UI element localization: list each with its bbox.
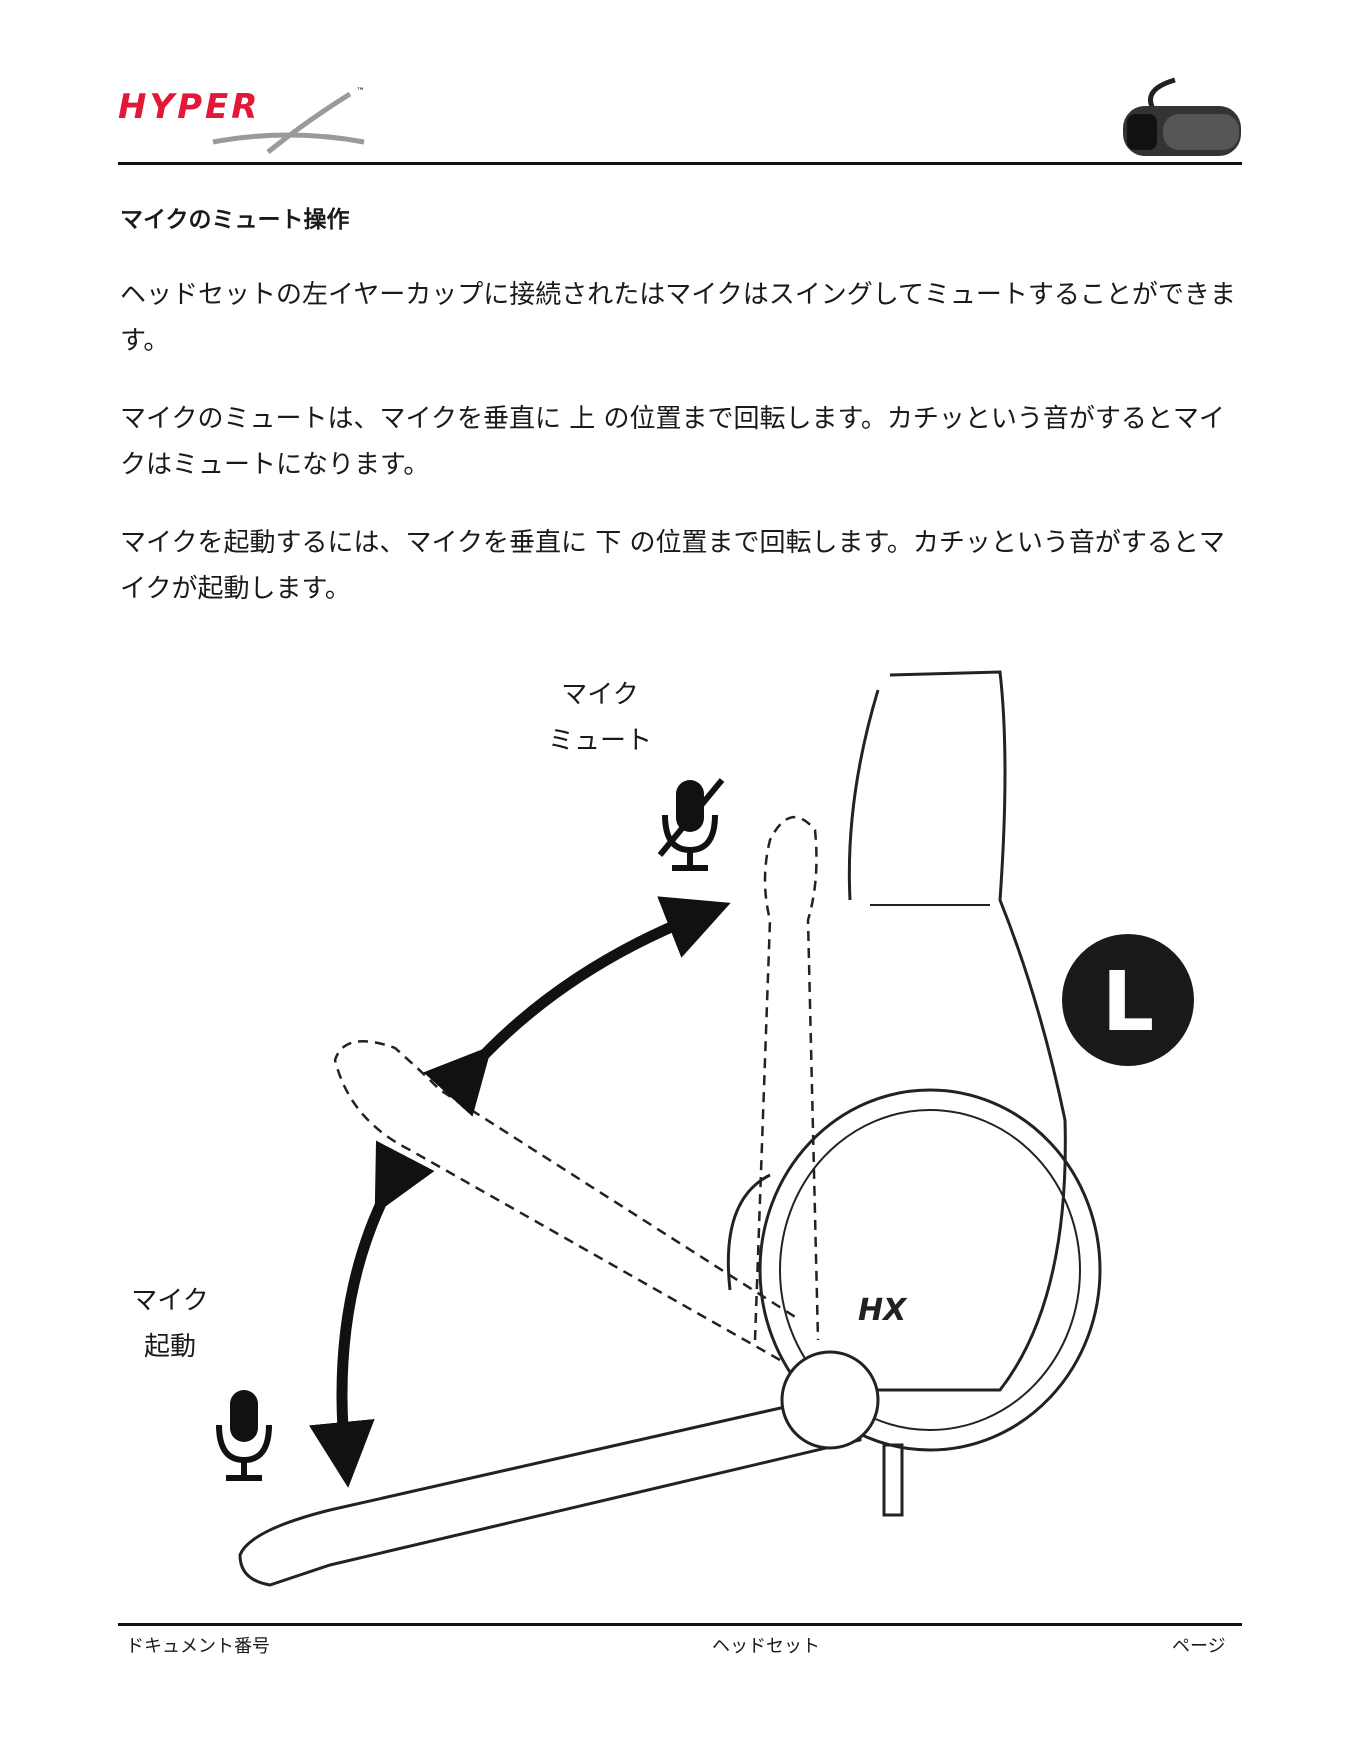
live-label-line1: マイク [100, 1278, 240, 1324]
headband [860, 672, 1065, 1390]
svg-text:™: ™ [356, 87, 365, 97]
mic-boom-mid-outline [335, 1041, 800, 1360]
footer-product: ヘッドセット [712, 1632, 820, 1658]
footer-rule [118, 1623, 1242, 1626]
paragraph-intro: ヘッドセットの左イヤーカップに接続されたはマイクはスイングしてミュートすることが… [120, 272, 1245, 364]
svg-text:HYPER: HYPER [118, 87, 260, 127]
hyperx-logo: HYPER ™ [118, 80, 388, 162]
section-title: マイクのミュート操作 [120, 200, 350, 234]
paragraph-mute: マイクのミュートは、マイクを垂直に 上 の位置まで回転します。カチッという音がす… [120, 396, 1245, 488]
footer-document-number: ドキュメント番号 [126, 1632, 270, 1658]
mute-label: マイク ミュート [530, 672, 670, 764]
double-arrow-icon [342, 1185, 390, 1455]
mute-label-line2: ミュート [530, 718, 670, 764]
header-rule [118, 162, 1242, 165]
headset-thumbnail-icon [1115, 72, 1245, 164]
mic-boom-up-outline [755, 817, 818, 1340]
mic-rotation-figure: HX L [0, 640, 1361, 1600]
svg-text:HX: HX [858, 1293, 908, 1328]
mic-muted-icon [660, 780, 722, 868]
live-label: マイク 起動 [100, 1278, 240, 1370]
footer-page: ページ [1172, 1632, 1226, 1658]
mute-label-line1: マイク [530, 672, 670, 718]
live-label-line2: 起動 [100, 1324, 240, 1370]
left-side-badge: L [1062, 934, 1194, 1066]
paragraph-unmute: マイクを起動するには、マイクを垂直に 下 の位置まで回転します。カチッという音が… [120, 520, 1245, 612]
mic-boom-down [240, 1390, 860, 1585]
double-arrow-icon [470, 915, 700, 1070]
svg-text:L: L [1102, 955, 1154, 1050]
mic-icon [219, 1390, 269, 1478]
